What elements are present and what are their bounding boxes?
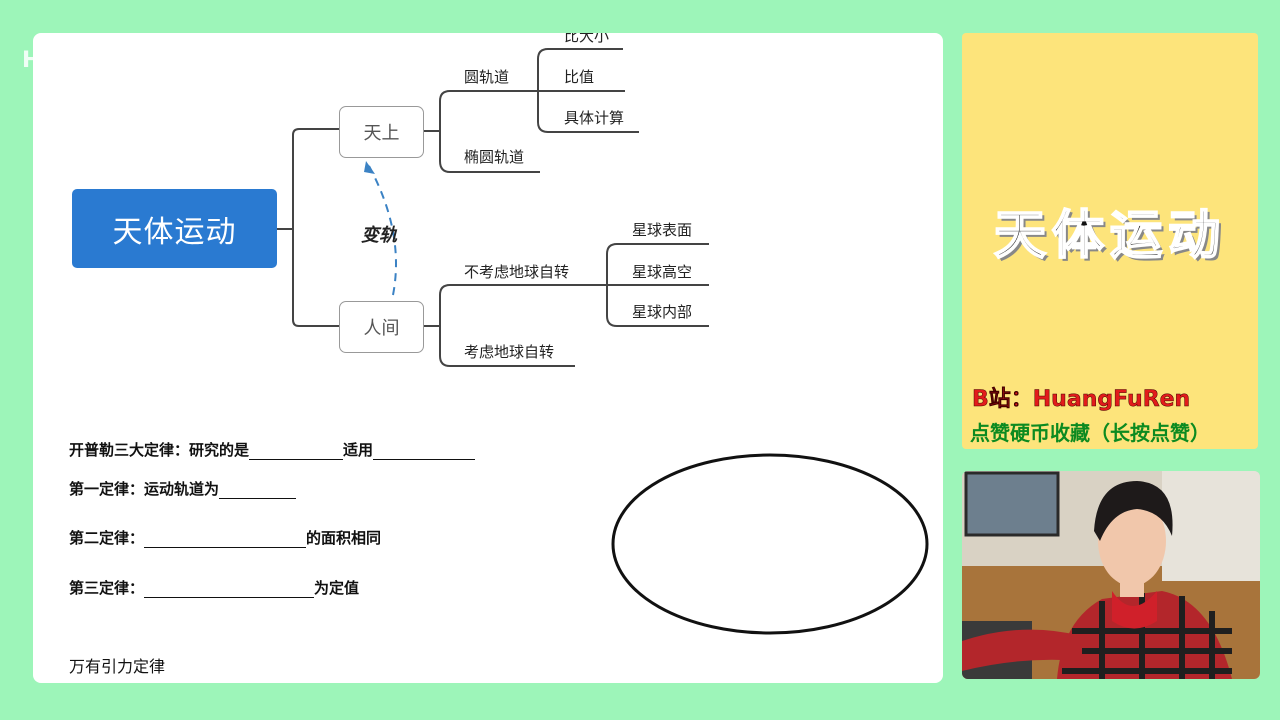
branch-elliptical-orbit: 椭圆轨道: [464, 148, 525, 166]
like-coin-favorite-prompt: 点赞硬币收藏（长按点赞）: [970, 421, 1210, 445]
branch-circular-orbit: 圆轨道: [464, 68, 510, 86]
connector-root-sky: [277, 128, 339, 230]
leaf-ratio: 比值: [564, 68, 595, 86]
title-card-heading: 天体运动: [993, 205, 1226, 267]
title-card: 天体运动 B站：HuangFuRen 点赞硬币收藏（长按点赞）: [962, 33, 1258, 449]
question-third-law: 第三定律： 为定值: [69, 577, 359, 598]
mindmap-node-earth: 人间: [339, 301, 424, 353]
transfer-arrow-head: [364, 161, 375, 174]
leaf-altitude: 星球高空: [632, 263, 693, 281]
whiteboard: 天体运动 天上 人间 变轨 圆轨道 椭圆轨道 比大小 比值 具体计算 不考虑地球…: [33, 33, 943, 683]
question-kepler-laws-mid: 适用: [343, 441, 374, 459]
gravity-law-heading: 万有引力定律: [69, 657, 166, 676]
blank-equal-area: [144, 533, 307, 548]
leaf-surface: 星球表面: [632, 221, 693, 239]
bilibili-channel-id: B站：HuangFuRen: [972, 387, 1191, 413]
connector-root-earth: [292, 229, 339, 327]
leaf-interior: 星球内部: [632, 303, 693, 321]
leaf-calculation: 具体计算: [564, 109, 625, 127]
branch-no-rotation: 不考虑地球自转: [464, 263, 570, 281]
webcam-feed: [962, 471, 1260, 679]
connector-sky-ellipse: [439, 131, 540, 173]
mindmap-node-sky: 天上: [339, 106, 424, 158]
question-third-law-prefix: 第三定律：: [69, 579, 145, 597]
question-first-law: 第一定律：运动轨道为: [69, 478, 297, 499]
connector-sky-circular: [424, 90, 538, 132]
question-kepler-laws: 开普勒三大定律：研究的是 适用: [69, 439, 476, 460]
transfer-label: 变轨: [361, 225, 397, 246]
question-third-law-suffix: 为定值: [314, 579, 360, 597]
presenter-image: [962, 471, 1260, 679]
question-second-law-prefix: 第二定律：: [69, 529, 145, 547]
blank-research-object: [249, 445, 344, 460]
transfer-arrow: [368, 165, 397, 296]
leaf-compare: 比大小: [564, 33, 610, 45]
blank-constant-ratio: [144, 583, 315, 598]
question-second-law-suffix: 的面积相同: [306, 529, 382, 547]
bilibili-logo-icon: bilibili: [195, 36, 323, 76]
blank-applicable: [373, 445, 476, 460]
question-first-law-prefix: 第一定律：运动轨道为: [69, 480, 220, 498]
question-kepler-laws-prefix: 开普勒三大定律：研究的是: [69, 441, 250, 459]
mindmap-connectors: [277, 48, 929, 635]
ellipse-orbit-drawing: [611, 453, 929, 635]
mindmap-root-node: 天体运动: [72, 189, 277, 268]
blank-orbit-shape: [219, 484, 297, 499]
branch-rotation: 考虑地球自转: [464, 343, 555, 361]
watermark-text: HuangFuRen: [22, 48, 190, 73]
question-second-law: 第二定律： 的面积相同: [69, 527, 381, 548]
